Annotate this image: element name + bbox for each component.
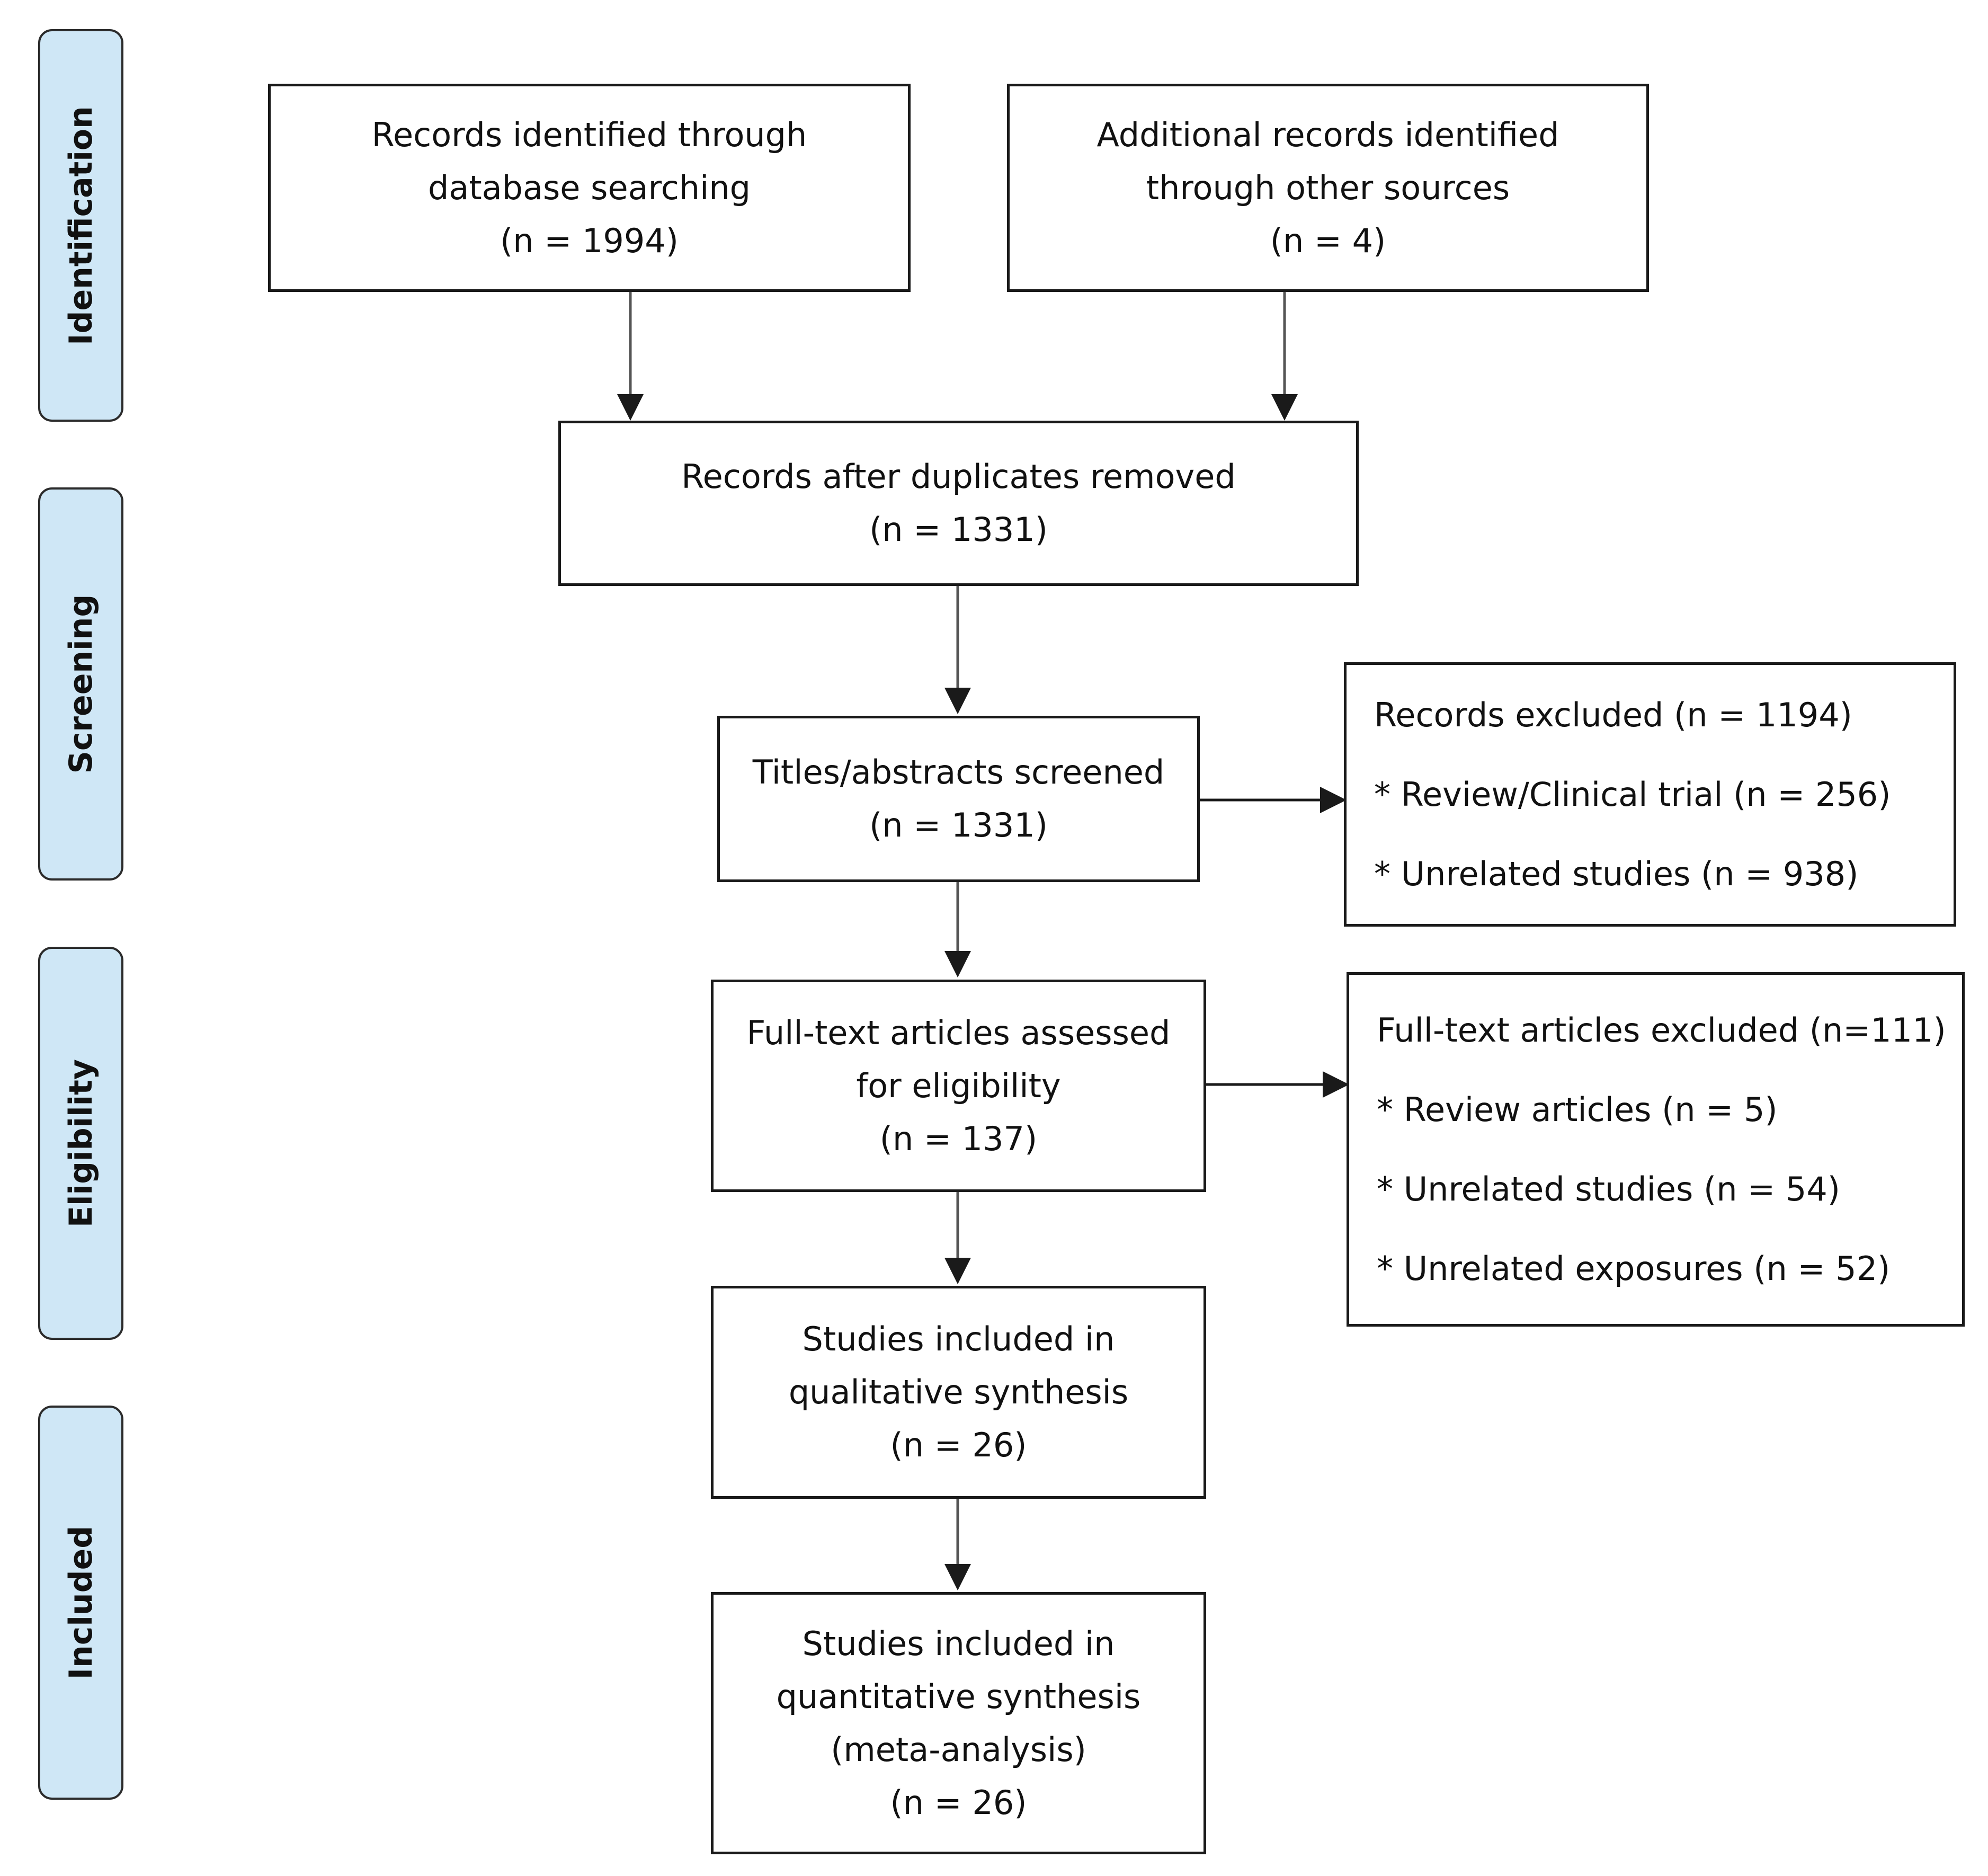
box-line: through other sources (1146, 168, 1510, 207)
box-line: (n = 26) (890, 1426, 1027, 1464)
box-line: Additional records identified (1096, 115, 1559, 154)
box-line: Records identified through (371, 115, 807, 154)
box-fulltext-excluded: Full-text articles excluded (n=111) * Re… (1347, 972, 1965, 1327)
box-line: Full-text articles assessed (746, 1013, 1171, 1052)
box-line: * Unrelated studies (n = 938) (1374, 854, 1859, 893)
box-database-records: Records identified through database sear… (268, 84, 911, 292)
box-quantitative-synthesis: Studies included in quantitative synthes… (711, 1592, 1206, 1854)
box-line: * Review/Clinical trial (n = 256) (1374, 775, 1891, 814)
box-line: Titles/abstracts screened (752, 753, 1165, 792)
box-other-sources: Additional records identified through ot… (1007, 84, 1649, 292)
box-line: * Unrelated studies (n = 54) (1377, 1169, 1840, 1208)
box-line: for eligibility (856, 1066, 1061, 1105)
box-line: Records after duplicates removed (681, 457, 1236, 496)
box-duplicates-removed: Records after duplicates removed (n = 13… (558, 421, 1359, 586)
stage-screening: Screening (38, 487, 123, 881)
box-line: * Review articles (n = 5) (1377, 1090, 1778, 1129)
box-line: * Unrelated exposures (n = 52) (1377, 1249, 1891, 1288)
box-line: (n = 1331) (869, 806, 1048, 844)
box-line: database searching (428, 168, 751, 207)
box-line: (meta-analysis) (831, 1730, 1086, 1769)
stage-included: Included (38, 1406, 123, 1800)
box-line: (n = 26) (890, 1783, 1027, 1822)
box-records-excluded: Records excluded (n = 1194) * Review/Cli… (1344, 662, 1956, 927)
box-line: Records excluded (n = 1194) (1374, 695, 1852, 734)
box-line: quantitative synthesis (776, 1677, 1141, 1716)
box-line: qualitative synthesis (788, 1373, 1129, 1411)
box-line: (n = 137) (879, 1119, 1038, 1158)
box-line: Studies included in (802, 1624, 1115, 1663)
stage-identification: Identification (38, 29, 123, 422)
box-line: Studies included in (802, 1320, 1115, 1358)
box-line: (n = 4) (1270, 221, 1386, 260)
box-line: (n = 1994) (500, 221, 679, 260)
box-fulltext-assessed: Full-text articles assessed for eligibil… (711, 980, 1206, 1192)
box-line: (n = 1331) (869, 510, 1048, 549)
box-titles-screened: Titles/abstracts screened (n = 1331) (717, 716, 1200, 882)
box-line: Full-text articles excluded (n=111) (1377, 1010, 1946, 1050)
stage-eligibility: Eligibility (38, 947, 123, 1340)
box-qualitative-synthesis: Studies included in qualitative synthesi… (711, 1286, 1206, 1499)
